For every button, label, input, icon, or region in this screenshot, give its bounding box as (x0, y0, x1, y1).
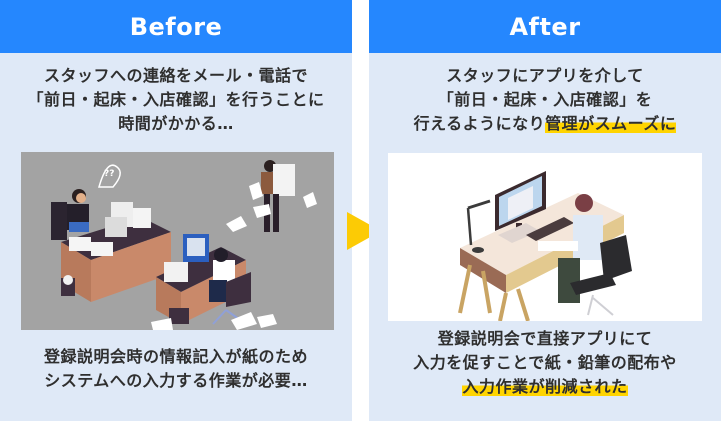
before-header: Before (0, 0, 352, 53)
svg-text:??: ?? (104, 169, 114, 179)
after-bottom-text: 登録説明会で直接アプリにて 入力を促すことで紙・鉛筆の配布や 入力作業が削減され… (369, 327, 721, 399)
after-panel: After スタッフにアプリを介して 「前日・起床・入店確認」を 行えるようにな… (369, 0, 721, 421)
before-bottom-line-2: システムへの入力する作業が必要… (44, 371, 308, 390)
before-bottom-line-1: 登録説明会時の情報記入が紙のため (43, 347, 308, 366)
after-bottom-highlight: 入力作業が削減された (462, 377, 628, 396)
after-top-line-2: 「前日・起床・入店確認」を (437, 90, 653, 109)
before-top-line-2: 「前日・起床・入店確認」を行うことに (27, 90, 325, 109)
after-top-line-3: 行えるようになり管理がスムーズに (369, 112, 721, 136)
stressed-office-illustration-icon: ?? (21, 152, 334, 330)
before-top-text: スタッフへの連絡をメール・電話で 「前日・起床・入店確認」を行うことに 時間がか… (0, 64, 352, 136)
before-top-line-1: スタッフへの連絡をメール・電話で (43, 66, 308, 85)
before-illustration: ?? (21, 152, 334, 330)
after-top-line-3-plain: 行えるようになり (413, 114, 546, 133)
after-header: After (369, 0, 721, 53)
after-bottom-line-1: 登録説明会で直接アプリにて (437, 329, 653, 348)
after-bottom-line-3: 入力作業が削減された (369, 375, 721, 399)
panel-gap (352, 0, 369, 421)
after-top-line-1: スタッフにアプリを介して (446, 66, 644, 85)
calm-worker-illustration-icon (388, 153, 702, 321)
before-top-line-3: 時間がかかる… (118, 114, 234, 133)
after-top-text: スタッフにアプリを介して 「前日・起床・入店確認」を 行えるようになり管理がスム… (369, 64, 721, 136)
before-panel: Before スタッフへの連絡をメール・電話で 「前日・起床・入店確認」を行うこ… (0, 0, 352, 421)
before-bottom-text: 登録説明会時の情報記入が紙のため システムへの入力する作業が必要… (0, 345, 352, 393)
after-top-highlight: 管理がスムーズに (545, 114, 677, 133)
after-bottom-line-2: 入力を促すことで紙・鉛筆の配布や (413, 353, 677, 372)
after-illustration (388, 153, 702, 321)
